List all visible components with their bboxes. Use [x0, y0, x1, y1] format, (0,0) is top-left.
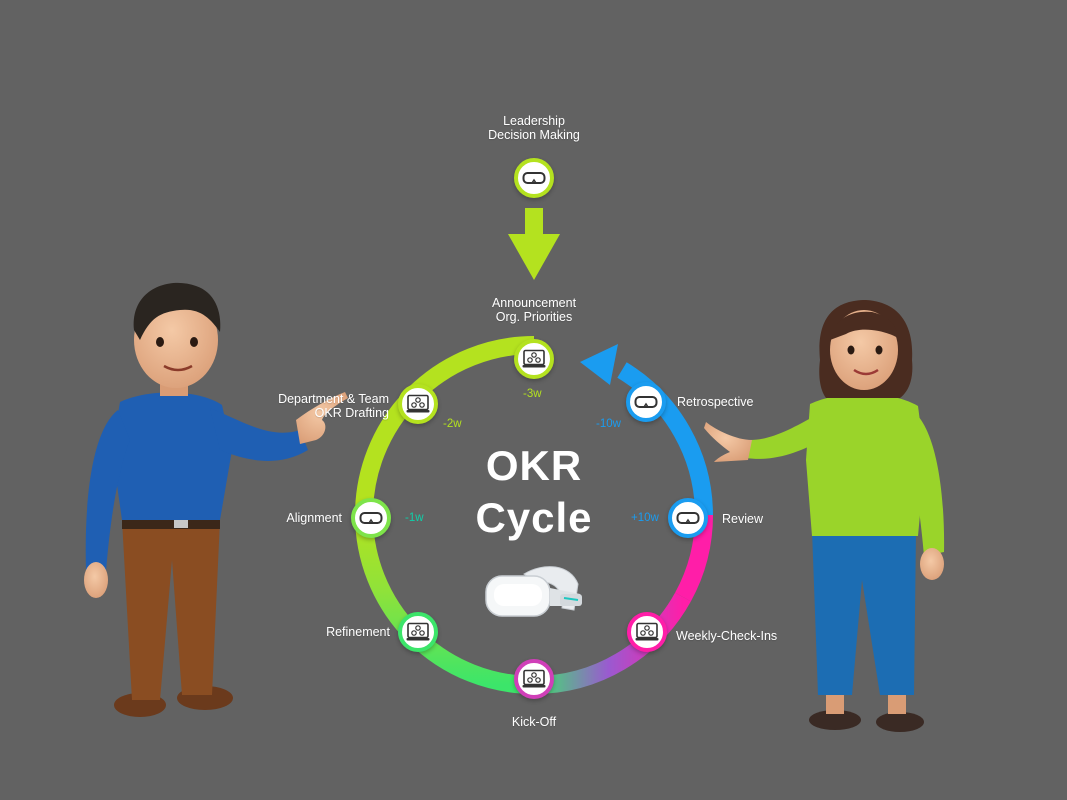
leadership-node[interactable] — [514, 158, 554, 198]
cycle-arrow-head — [580, 344, 618, 385]
refinement-node[interactable] — [398, 612, 438, 652]
time-review: +10w — [631, 512, 659, 524]
weekly-check-ins-node[interactable] — [627, 612, 667, 652]
review-label: Review — [722, 512, 763, 526]
vr-headset-icon — [676, 510, 700, 526]
kick-off-node[interactable] — [514, 659, 554, 699]
leadership-label: Leadership Decision Making — [488, 114, 580, 142]
alignment-label: Alignment — [286, 511, 342, 525]
woman-illustration — [704, 300, 945, 732]
leadership-down-arrow — [508, 208, 560, 280]
laptop-team-icon — [635, 622, 659, 642]
title-line-cycle: Cycle — [475, 494, 593, 541]
time-drafting: -2w — [443, 418, 462, 430]
laptop-team-icon — [522, 349, 546, 369]
diagram-title: OKR Cycle — [475, 440, 592, 544]
center-vr-headset — [485, 566, 582, 617]
vr-headset-icon — [634, 394, 658, 410]
retrospective-node[interactable] — [626, 382, 666, 422]
man-illustration — [84, 282, 348, 717]
vr-headset-icon — [359, 510, 383, 526]
refinement-label: Refinement — [326, 625, 390, 639]
vr-headset-icon — [522, 170, 546, 186]
laptop-team-icon — [406, 622, 430, 642]
announcement-label: Announcement Org. Priorities — [491, 296, 577, 324]
time-announcement: -3w — [523, 388, 542, 400]
time-retrospective: -10w — [596, 418, 621, 430]
drafting-node[interactable] — [398, 384, 438, 424]
alignment-node[interactable] — [351, 498, 391, 538]
announcement-node[interactable] — [514, 339, 554, 379]
retrospective-label: Retrospective — [677, 395, 754, 409]
title-line-okr: OKR — [485, 442, 583, 489]
time-alignment: -1w — [405, 512, 424, 524]
weekly-check-ins-label: Weekly-Check-Ins — [676, 629, 778, 643]
kick-off-label: Kick-Off — [511, 715, 557, 729]
drafting-label: Department & Team OKR Drafting — [278, 392, 389, 420]
laptop-team-icon — [406, 394, 430, 414]
laptop-team-icon — [522, 669, 546, 689]
review-node[interactable] — [668, 498, 708, 538]
ring-segment-execution — [533, 592, 691, 694]
